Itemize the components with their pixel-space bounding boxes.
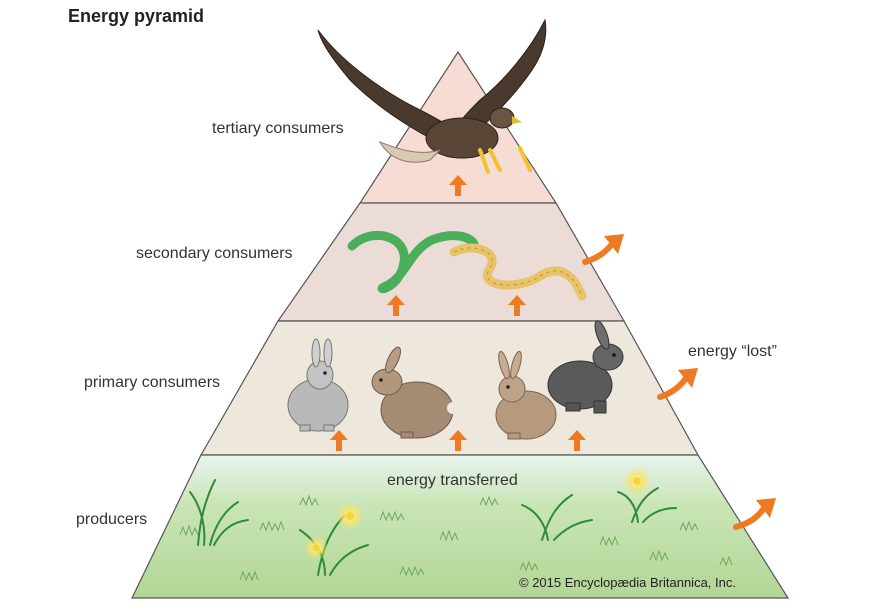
label-energy-lost: energy “lost” <box>688 343 777 360</box>
grass-icon <box>179 494 733 582</box>
snake-icon <box>347 231 479 294</box>
label-energy-transferred: energy transferred <box>387 472 518 489</box>
rabbit-icon <box>287 338 349 432</box>
label-tertiary-consumers: tertiary consumers <box>212 120 344 137</box>
tier-secondary <box>276 202 626 322</box>
rabbit-icon <box>547 320 624 414</box>
energy-lost-arrow-icon <box>582 241 767 530</box>
rabbit-icon <box>495 350 557 440</box>
tier-producers <box>131 454 790 599</box>
arrow-up-icon <box>330 175 586 451</box>
grass-icon <box>189 479 677 576</box>
label-secondary-consumers: secondary consumers <box>136 245 293 262</box>
label-primary-consumers: primary consumers <box>84 374 221 391</box>
flower-icon <box>304 467 651 560</box>
diagram-title: Energy pyramid <box>68 6 205 26</box>
eagle-icon <box>317 18 547 174</box>
energy-lost-arrow-icon <box>604 234 776 518</box>
label-producers: producers <box>76 511 148 528</box>
rabbit-icon <box>371 346 459 439</box>
tier-primary <box>199 320 700 456</box>
copyright-notice: © 2015 Encyclopædia Britannica, Inc. <box>519 575 736 590</box>
